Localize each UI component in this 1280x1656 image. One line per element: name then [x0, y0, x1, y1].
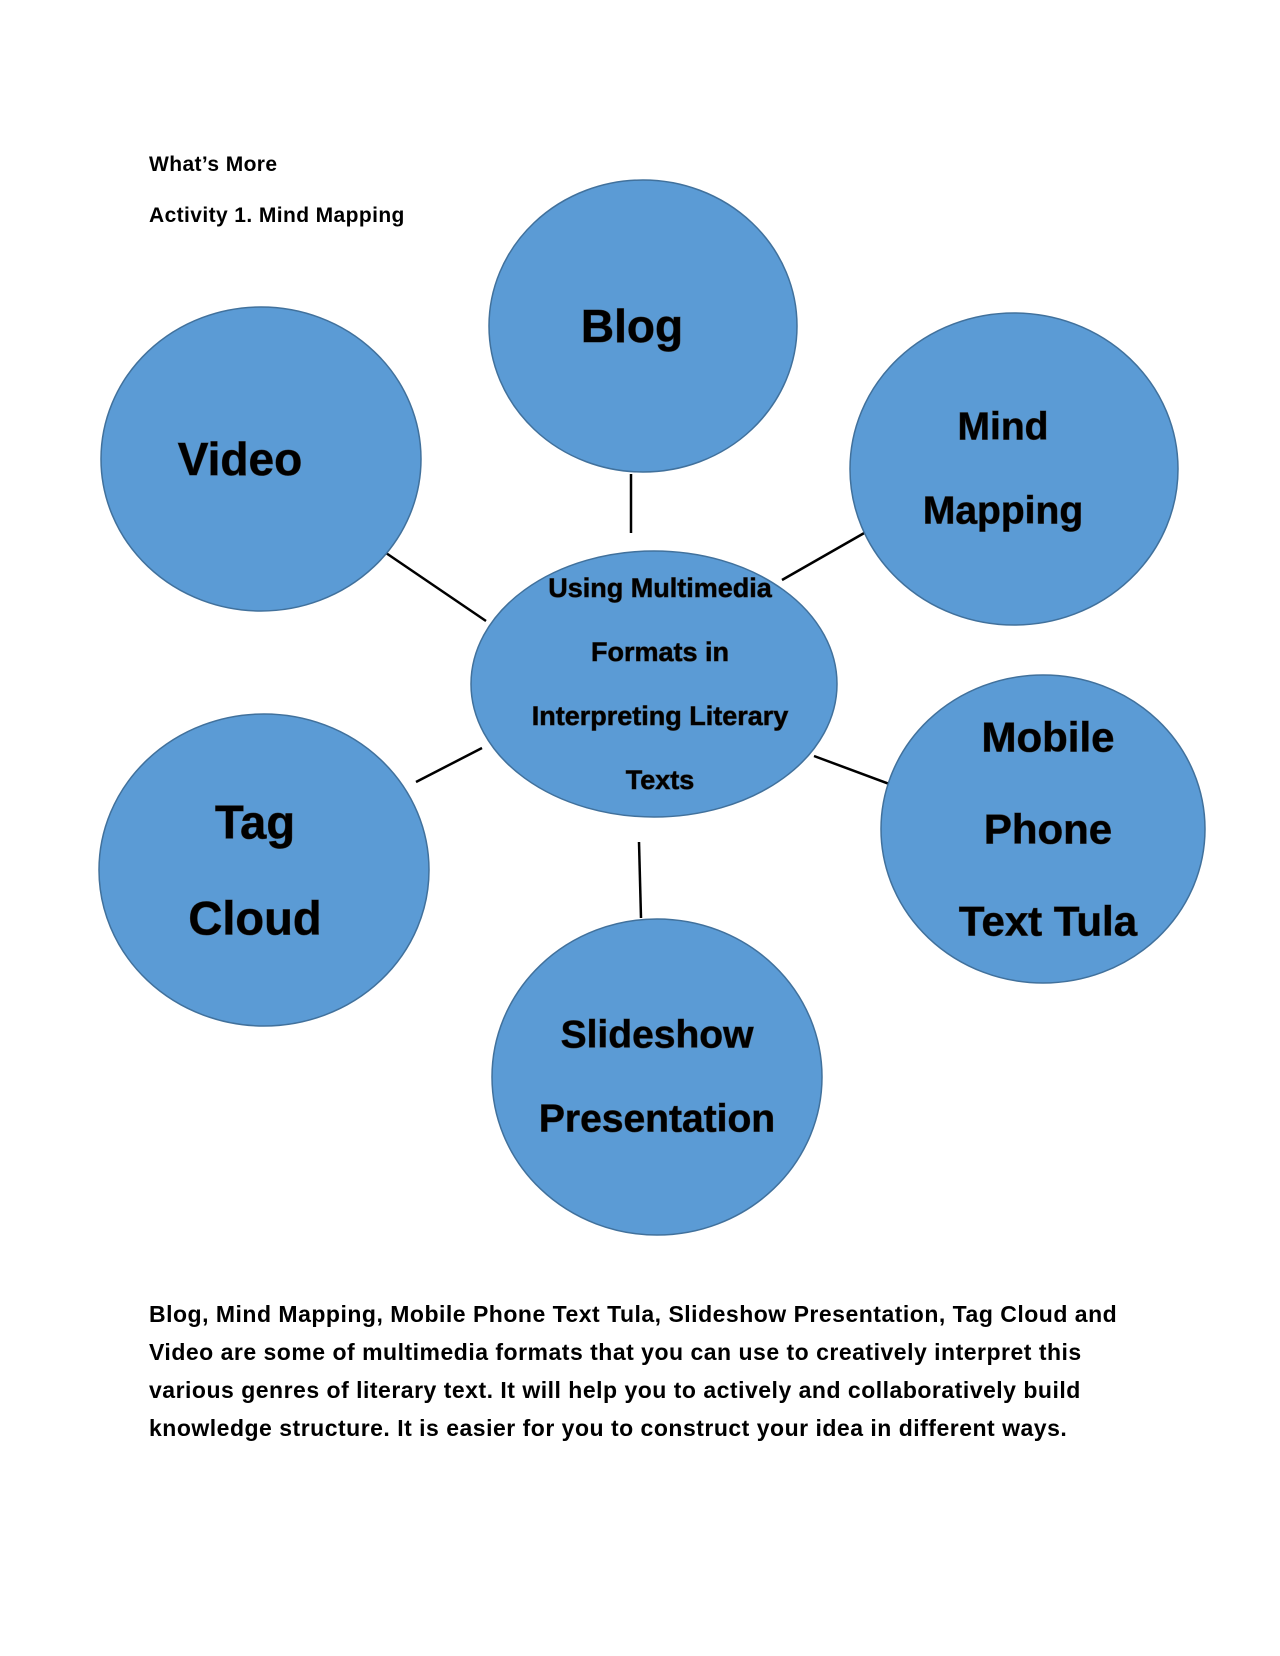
node-mobile-phone-text-tula-label-line-1: Mobile — [982, 714, 1115, 761]
activity-heading: Activity 1. Mind Mapping — [149, 204, 405, 227]
node-blog-label-line-1: Blog — [581, 300, 683, 352]
node-slideshow-presentation-label-line-1: Slideshow — [561, 1014, 755, 1057]
node-tag-cloud-label-line-2: Cloud — [188, 892, 321, 945]
connector-line-3 — [781, 530, 867, 582]
node-blog: Blog — [488, 179, 798, 473]
node-video: Video — [100, 306, 422, 612]
node-slideshow-presentation-label-line-2: Presentation — [539, 1098, 775, 1141]
node-tag-cloud-circle — [98, 713, 430, 1027]
center-topic-bubble-circle — [470, 550, 838, 818]
center-topic-bubble-label-line-2: Formats in — [591, 637, 729, 667]
connector-line-2 — [385, 551, 487, 623]
center-topic-bubble-label-line-4: Texts — [626, 765, 695, 795]
node-video-circle — [100, 306, 422, 612]
node-mind-mapping-circle — [849, 312, 1179, 626]
node-tag-cloud-label-line-1: Tag — [215, 796, 295, 849]
node-mind-mapping-label-line-1: Mind — [958, 406, 1049, 449]
center-topic-bubble-label-line-1: Using Multimedia — [548, 573, 772, 603]
section-heading: What’s More — [149, 153, 278, 176]
connector-line-4 — [415, 746, 483, 784]
node-mobile-phone-text-tula-circle — [880, 674, 1206, 984]
node-blog-circle — [488, 179, 798, 473]
node-slideshow-presentation-circle — [491, 918, 823, 1236]
center-topic-bubble-label-line-3: Interpreting Literary — [532, 701, 789, 731]
node-mobile-phone-text-tula-label-line-2: Phone — [984, 806, 1112, 853]
connector-line-6 — [637, 841, 643, 919]
connector-line-5 — [813, 754, 893, 787]
node-mobile-phone-text-tula-label-line-3: Text Tula — [959, 898, 1138, 945]
node-mind-mapping-label-line-2: Mapping — [923, 490, 1083, 533]
node-video-label-line-1: Video — [178, 433, 302, 485]
summary-paragraph: Blog, Mind Mapping, Mobile Phone Text Tu… — [149, 1301, 1118, 1441]
